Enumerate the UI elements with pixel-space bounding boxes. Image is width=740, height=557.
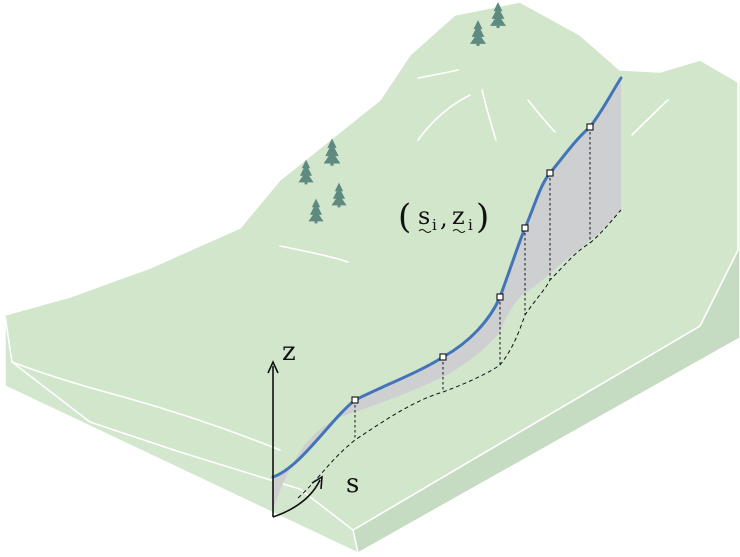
conifer-tree-icon bbox=[470, 20, 486, 46]
s-axis-arrowhead bbox=[311, 475, 323, 490]
conifer-tree-icon bbox=[308, 198, 324, 224]
z-axis-arrowhead bbox=[267, 360, 279, 374]
conifer-tree-icon bbox=[323, 138, 341, 166]
terrain-top-surface bbox=[4, 1, 739, 531]
trees bbox=[298, 2, 506, 224]
point-label: ( s i , z i ) bbox=[398, 197, 489, 237]
vertical-drop-lines bbox=[354, 127, 591, 440]
tilde-under-s bbox=[418, 229, 432, 233]
cross-section-fill bbox=[273, 78, 621, 510]
sample-point bbox=[351, 396, 359, 404]
point-label-s-subscript: i bbox=[432, 216, 437, 234]
point-label-close-paren: ) bbox=[476, 197, 489, 237]
point-label-z-subscript: i bbox=[468, 216, 473, 234]
tilde-under-z bbox=[452, 229, 466, 233]
terrain-contours bbox=[11, 69, 669, 451]
z-axis-label: z bbox=[282, 337, 296, 367]
conifer-tree-icon bbox=[331, 182, 347, 208]
conifer-tree-icon bbox=[298, 159, 314, 185]
point-label-open-paren: ( bbox=[398, 197, 411, 237]
s-axis-curve bbox=[272, 479, 321, 518]
conifer-tree-icon bbox=[490, 2, 506, 28]
sample-point bbox=[586, 123, 594, 131]
sample-point bbox=[546, 169, 554, 177]
sample-point bbox=[496, 293, 504, 301]
section-base-line bbox=[297, 209, 622, 499]
s-axis-label: s bbox=[346, 469, 359, 499]
sample-point bbox=[439, 353, 447, 361]
point-label-s: s bbox=[418, 202, 430, 230]
point-label-z: z bbox=[452, 202, 465, 230]
sample-points bbox=[351, 123, 594, 404]
point-label-comma: , bbox=[440, 204, 448, 232]
sample-point bbox=[521, 224, 529, 232]
